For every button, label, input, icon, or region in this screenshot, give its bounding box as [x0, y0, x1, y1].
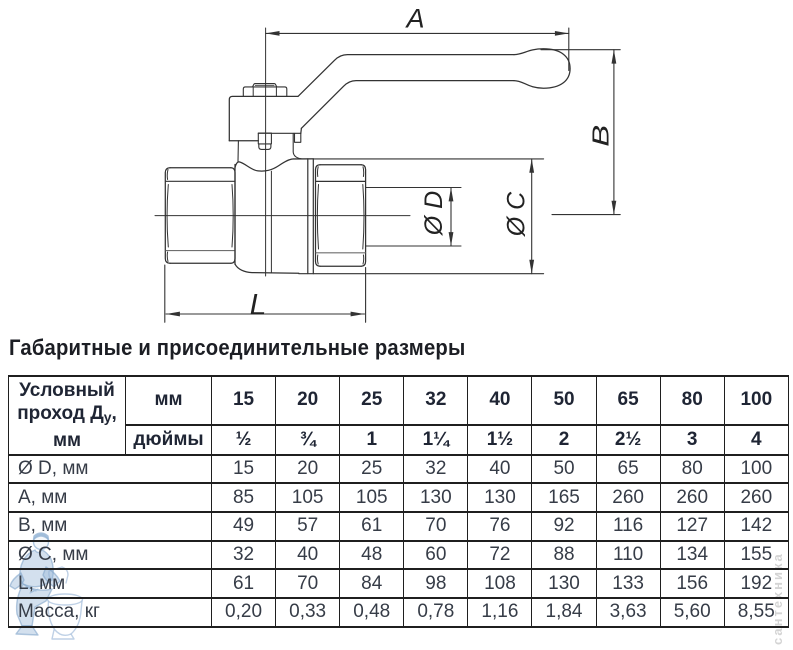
svg-text:L: L [250, 289, 267, 322]
svg-text:Ø C: Ø C [503, 191, 531, 237]
svg-text:Ø D: Ø D [420, 191, 448, 236]
svg-text:A: A [404, 4, 424, 34]
svg-text:B: B [588, 125, 614, 147]
